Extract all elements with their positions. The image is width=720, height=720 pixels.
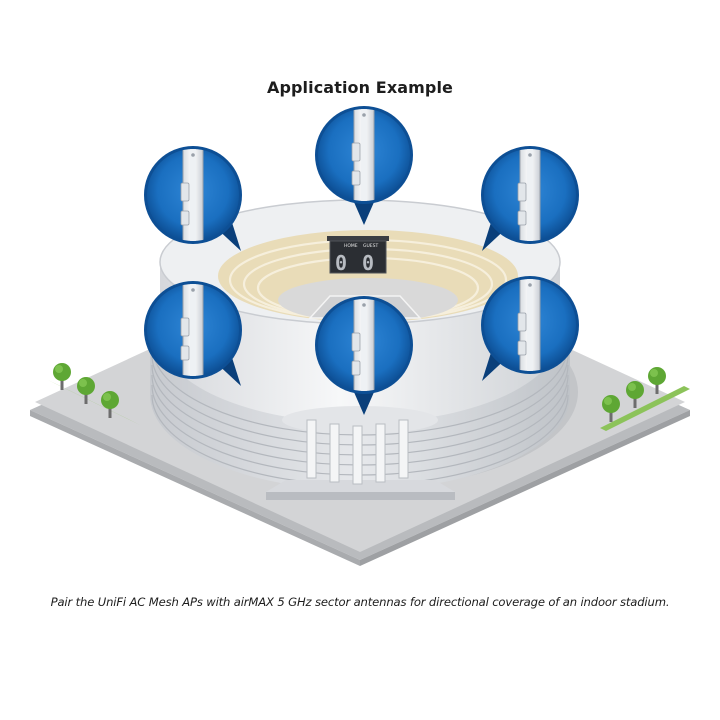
tree-icon bbox=[101, 391, 119, 418]
mesh-ap-callout-icon bbox=[315, 296, 413, 415]
tree-icon bbox=[626, 381, 644, 408]
trees bbox=[48, 363, 690, 431]
callouts bbox=[144, 106, 579, 415]
mesh-ap-callout-icon bbox=[144, 146, 242, 251]
tree-icon bbox=[648, 367, 666, 394]
scoreboard: HOME GUEST 0 0 bbox=[327, 236, 389, 275]
scoreboard-home-score: 0 bbox=[335, 251, 347, 275]
stadium-entrance bbox=[266, 406, 455, 500]
scoreboard-guest-label: GUEST bbox=[363, 243, 378, 249]
scoreboard-home-label: HOME bbox=[344, 243, 358, 249]
diagram-caption: Pair the UniFi AC Mesh APs with airMAX 5… bbox=[50, 595, 670, 609]
tree-icon bbox=[77, 377, 95, 404]
mesh-ap-callout-icon bbox=[144, 281, 242, 386]
hedge-left bbox=[48, 380, 140, 425]
scoreboard-guest-score: 0 bbox=[362, 251, 374, 275]
tree-icon bbox=[53, 363, 71, 390]
stadium-icon: HOME GUEST 0 0 bbox=[150, 199, 570, 500]
mesh-ap-callout-icon bbox=[481, 146, 579, 251]
hedge-right bbox=[600, 386, 690, 431]
mesh-ap-callout-icon bbox=[315, 106, 413, 225]
diagram-title: Application Example bbox=[266, 78, 454, 97]
mesh-ap-callout-icon bbox=[481, 276, 579, 381]
tree-icon bbox=[602, 395, 620, 422]
